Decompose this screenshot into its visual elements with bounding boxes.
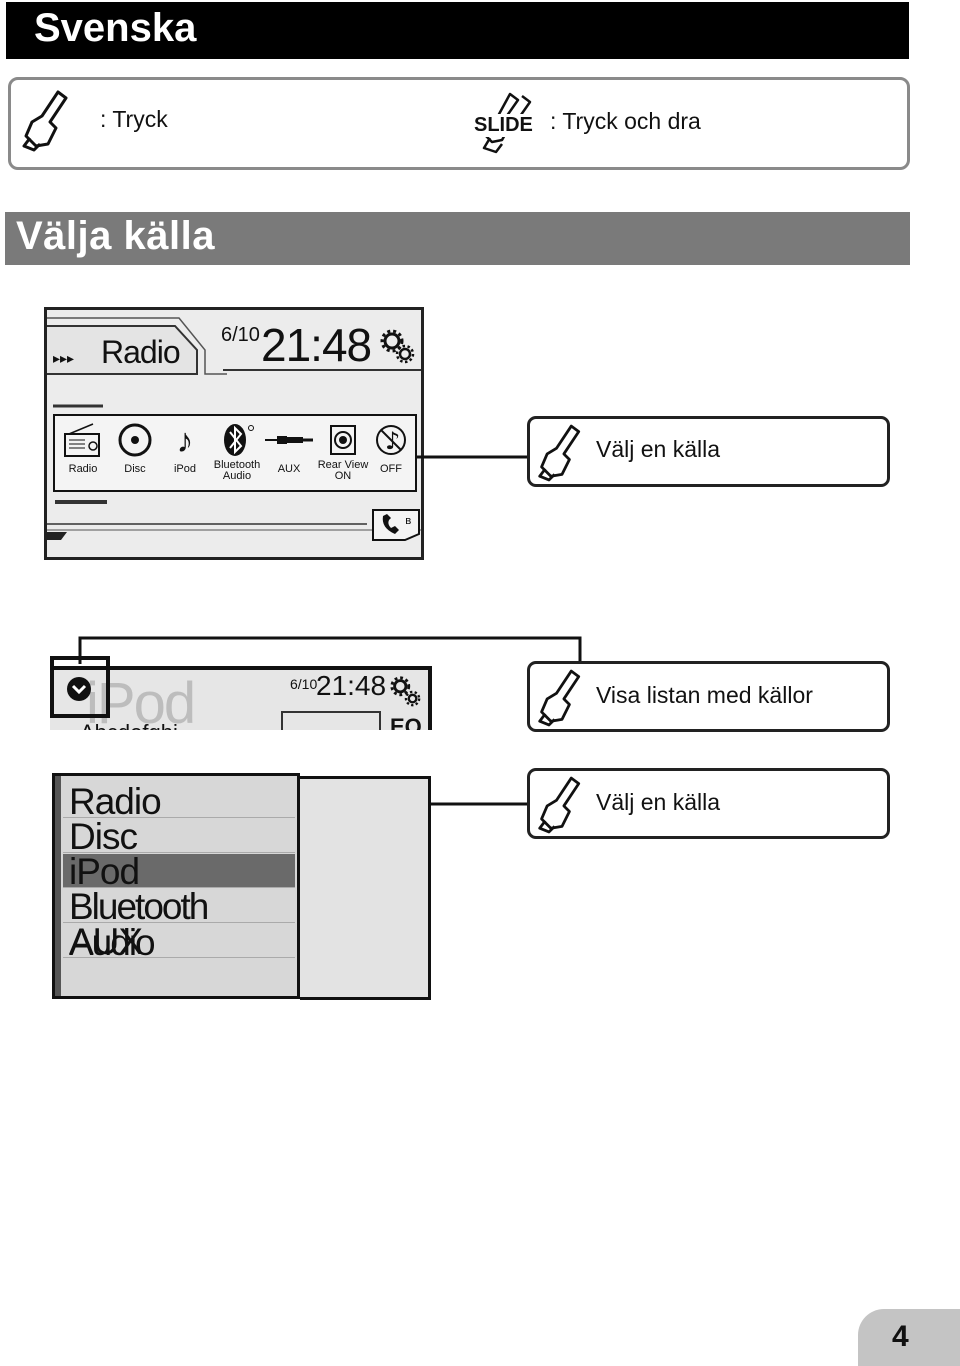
signal-arrows: ▸▸▸ — [53, 350, 75, 366]
eq-label: EQ — [390, 714, 422, 730]
ipod-screen-excerpt: iPod Abcdefghi 6/10 21:48 EQ — [50, 666, 432, 730]
clock-display: 21:48 — [261, 319, 372, 371]
settings-gear-icon[interactable] — [388, 674, 422, 708]
tap-hand-icon — [538, 669, 581, 727]
source-off-button[interactable]: ♪ OFF — [365, 420, 417, 490]
ipod-source-label: iPod — [86, 671, 196, 730]
chevron-down-icon — [67, 677, 91, 701]
source-radio-button[interactable]: Radio — [57, 420, 109, 490]
source-label: Disc — [124, 463, 146, 475]
phone-button[interactable]: ʙ — [369, 504, 424, 544]
source-list-item-ipod[interactable]: iPod — [63, 853, 295, 890]
slide-icon-text: SLIDE — [473, 114, 534, 137]
bluetooth-icon — [224, 424, 254, 456]
tap-hand-icon — [538, 424, 581, 482]
source-list-background — [300, 776, 431, 1000]
source-label: Radio — [68, 463, 98, 475]
callout-step3-text: Välj en källa — [596, 789, 721, 815]
source-label-line2: ON — [334, 470, 352, 482]
language-header-bar — [6, 2, 909, 59]
source-label: AUX — [277, 463, 301, 475]
source-label: OFF — [380, 463, 402, 475]
tap-hand-icon — [538, 776, 581, 834]
section-header-bar — [5, 212, 910, 265]
ipod-date: 6/10 — [290, 676, 318, 692]
source-label: iPod — [173, 463, 197, 475]
source-rear-view-button[interactable]: Rear View ON — [317, 420, 369, 490]
source-ipod-button[interactable]: ♪ iPod — [159, 420, 211, 490]
ipod-screen-frame — [50, 666, 432, 730]
source-list-item-bluetooth-audio[interactable]: Bluetooth Audio — [63, 888, 295, 961]
source-label-line1: Bluetooth — [213, 459, 261, 471]
callout-step1 — [527, 416, 890, 487]
current-source-label: Radio — [101, 334, 181, 370]
source-aux-button[interactable]: AUX — [263, 420, 315, 490]
page-number-tab — [858, 1309, 960, 1366]
tap-legend-label: : Tryck — [100, 106, 168, 132]
source-label-line1: Rear View — [317, 459, 369, 471]
source-tray: Radio Disc ♪ iPod Bluetooth Audio — [53, 414, 417, 492]
source-screen: ▸▸▸ Radio 6/10 21:48 Radio Disc ♪ — [44, 307, 424, 560]
svg-text:ʙ: ʙ — [405, 514, 411, 527]
screen-frame-lines — [47, 317, 421, 540]
music-note-icon: ♪ — [176, 422, 194, 460]
source-bluetooth-audio-button[interactable]: Bluetooth Audio — [211, 420, 263, 490]
off-icon: ♪ — [376, 425, 406, 455]
aux-cable-icon — [265, 436, 313, 444]
source-disc-button[interactable]: Disc — [109, 420, 161, 490]
ipod-clock: 21:48 — [316, 670, 387, 701]
source-list-item-radio[interactable]: Radio — [63, 783, 295, 820]
callout-step2 — [527, 661, 890, 732]
source-list-item-disc[interactable]: Disc — [63, 818, 295, 855]
slide-legend-label: : Tryck och dra — [550, 108, 701, 134]
page-number: 4 — [892, 1320, 909, 1353]
disc-icon — [118, 423, 152, 457]
track-text-partial: Abcdefghi — [80, 720, 178, 730]
callout-step3 — [527, 768, 890, 839]
phone-icon — [382, 514, 399, 534]
gesture-legend — [8, 77, 910, 170]
radio-icon — [64, 423, 100, 457]
source-list-panel: Radio Disc iPod Bluetooth Audio AUX — [52, 773, 300, 999]
date-display: 6/10 — [221, 324, 260, 346]
source-list-toggle-highlight[interactable] — [50, 656, 110, 718]
language-title: Svenska — [34, 6, 197, 50]
section-title: Välja källa — [16, 214, 215, 258]
rear-view-icon — [330, 425, 356, 455]
source-label-line2: Audio — [222, 470, 252, 482]
callout-step1-text: Välj en källa — [596, 436, 721, 462]
tap-hand-icon — [22, 90, 68, 152]
callout-step2-text: Visa listan med källor — [596, 682, 813, 708]
list-left-edge — [55, 776, 61, 996]
source-list-item-aux[interactable]: AUX — [63, 923, 295, 960]
settings-gear-icon[interactable] — [379, 328, 415, 364]
